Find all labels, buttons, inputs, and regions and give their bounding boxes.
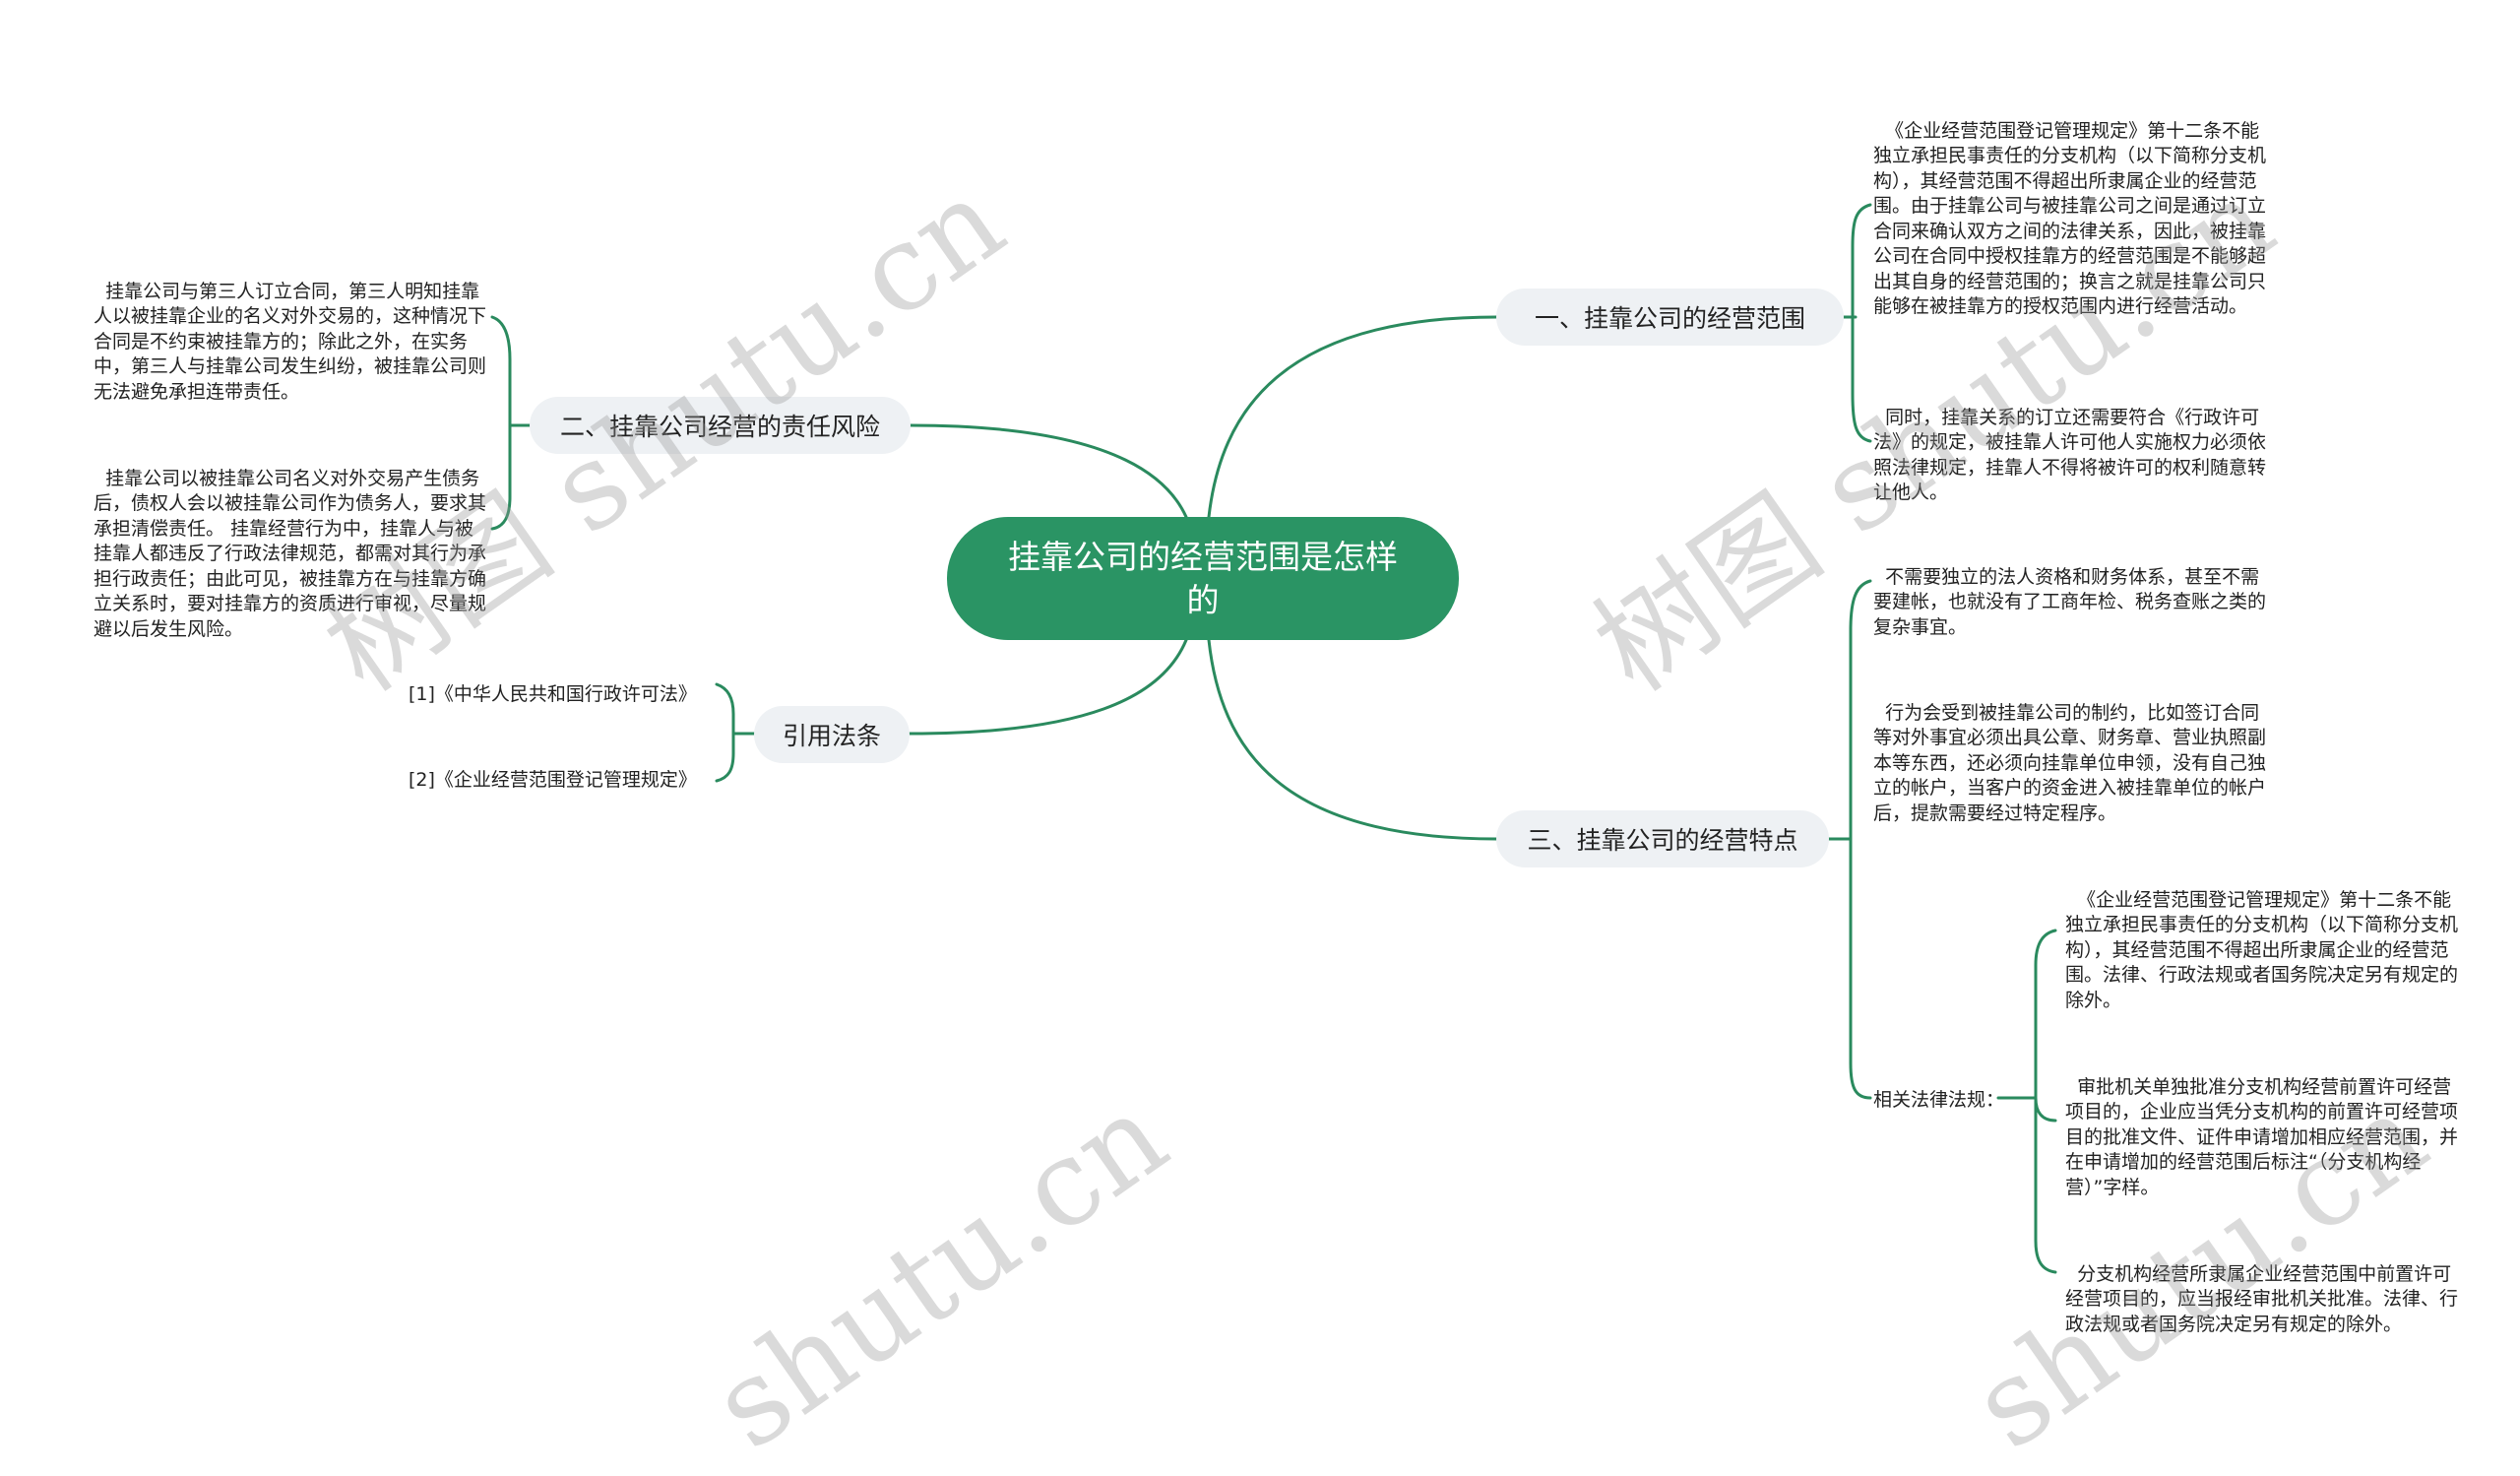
branch-business-features[interactable]: 三、挂靠公司的经营特点 (1496, 810, 1829, 867)
citation-2[interactable]: [2]《企业经营范围登记管理规定》 (409, 769, 697, 791)
sub-topic-related-laws[interactable]: 相关法律法规： (1873, 1089, 2005, 1111)
leaf-third-party-contract[interactable]: 挂靠公司与第三人订立合同，第三人明知挂靠人以被挂靠企业的名义对外交易的，这种情况… (94, 280, 487, 403)
leaf-debt-liability[interactable]: 挂靠公司以被挂靠公司名义对外交易产生债务后，债权人会以被挂靠公司作为债务人，要求… (94, 467, 487, 640)
leaf-administrative-license[interactable]: 同时，挂靠关系的订立还需要符合《行政许可法》的规定，被挂靠人许可他人实施权力必须… (1873, 406, 2267, 504)
leaf-constrained-behavior[interactable]: 行为会受到被挂靠公司的制约，比如签订合同等对外事宜必须出具公章、财务章、营业执照… (1873, 701, 2267, 824)
leaf-law-approval[interactable]: 审批机关单独批准分支机构经营前置许可经营项目的，企业应当凭分支机构的前置许可经营… (2065, 1075, 2459, 1198)
branch-label: 二、挂靠公司经营的责任风险 (559, 413, 880, 441)
root-topic[interactable]: 挂靠公司的经营范围是怎样的 (947, 517, 1459, 640)
branch-business-scope[interactable]: 一、挂靠公司的经营范围 (1496, 289, 1844, 346)
branch-liability-risk[interactable]: 二、挂靠公司经营的责任风险 (530, 397, 911, 454)
leaf-no-independent-entity[interactable]: 不需要独立的法人资格和财务体系，甚至不需要建帐，也就没有了工商年检、税务查账之类… (1873, 565, 2267, 638)
branch-cited-laws[interactable]: 引用法条 (754, 706, 910, 763)
leaf-law-article-12[interactable]: 《企业经营范围登记管理规定》第十二条不能独立承担民事责任的分支机构（以下简称分支… (2065, 888, 2459, 1011)
leaf-business-scope-regulation[interactable]: 《企业经营范围登记管理规定》第十二条不能独立承担民事责任的分支机构（以下简称分支… (1873, 119, 2267, 318)
root-topic-title: 挂靠公司的经营范围是怎样的 (1008, 537, 1398, 619)
citation-1[interactable]: [1]《中华人民共和国行政许可法》 (409, 683, 697, 705)
leaf-law-branch-approval[interactable]: 分支机构经营所隶属企业经营范围中前置许可经营项目的，应当报经审批机关批准。法律、… (2065, 1262, 2459, 1335)
branch-label: 一、挂靠公司的经营范围 (1534, 304, 1805, 333)
branch-label: 引用法条 (782, 722, 881, 750)
branch-label: 三、挂靠公司的经营特点 (1527, 826, 1798, 855)
connector-lines (490, 203, 2057, 1274)
